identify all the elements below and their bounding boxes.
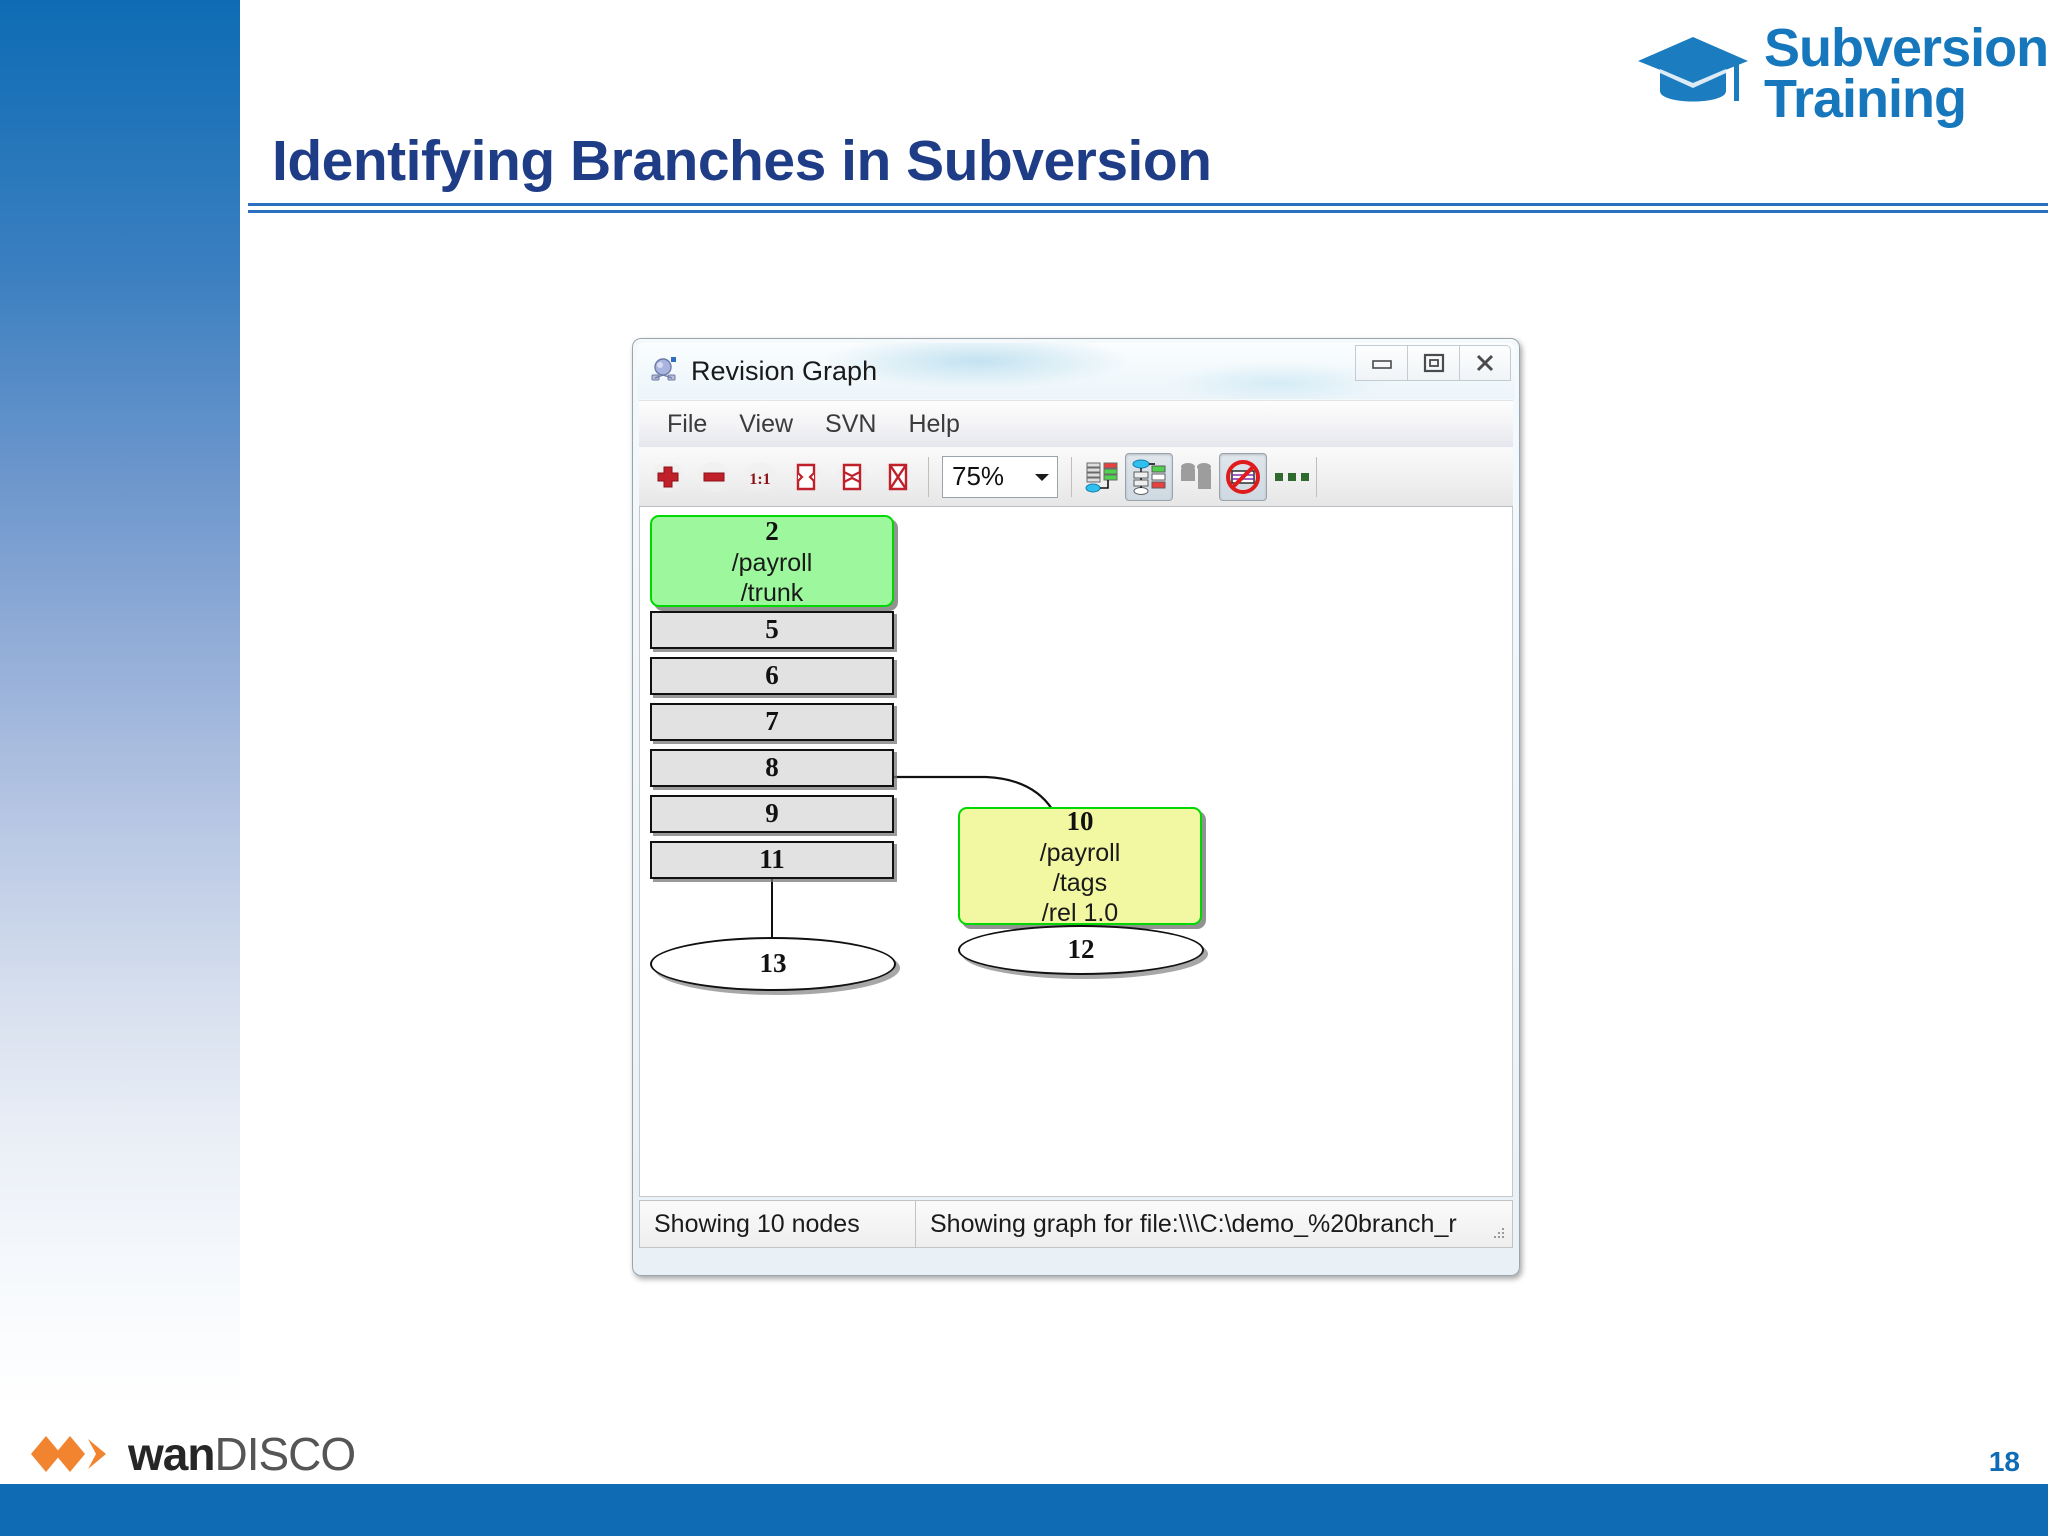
close-icon[interactable] [1459,345,1511,381]
logo-line-1: Subversion [1764,18,2048,79]
node-path-line-2: /tags [1052,868,1108,897]
status-node-count: Showing 10 nodes [640,1201,916,1247]
node-revision: 2 [765,516,779,547]
node-revision: 13 [759,948,787,979]
graph-node-revision[interactable]: 9 [650,795,894,833]
menu-item-file[interactable]: File [667,409,708,438]
maximize-icon[interactable] [1407,345,1459,381]
menu-item-view[interactable]: View [739,409,794,438]
title-divider [248,203,2048,215]
graph-node-ellipse[interactable]: 13 [650,937,896,991]
resize-grip-icon[interactable] [1489,1225,1507,1243]
wandisco-disco-text: DISCO [214,1428,356,1480]
chevron-down-icon [1035,473,1049,481]
graph-canvas[interactable]: 2 /payroll /trunk 5 6 7 8 9 11 [639,507,1513,1197]
left-gradient-band [0,0,240,1484]
wandisco-wan-text: wan [128,1428,215,1480]
statusbar: Showing 10 nodes Showing graph for file:… [639,1200,1513,1248]
show-heads-only-icon[interactable] [1173,454,1219,500]
toolbar-separator [928,456,929,497]
fit-height-icon[interactable] [829,454,875,500]
zoom-in-icon[interactable] [645,454,691,500]
menu-item-help[interactable]: Help [908,409,960,438]
menubar[interactable]: File View SVN Help [639,400,1513,447]
graph-node-branch[interactable]: 2 /payroll /trunk [650,515,894,607]
node-revision: 12 [1067,934,1095,965]
node-path-line-1: /payroll [731,548,813,577]
toolbar-separator-2 [1071,456,1072,497]
group-branches-icon[interactable] [1125,452,1173,501]
window-titlebar[interactable]: Revision Graph [637,343,1515,399]
revision-graph-icon [647,354,681,388]
toolbar-separator-3 [1316,456,1317,497]
zoom-level-combobox[interactable]: 75% [942,455,1058,498]
graph-node-revision[interactable]: 7 [650,703,894,741]
graph-node-revision[interactable]: 11 [650,841,894,879]
node-path-line-3: /rel 1.0 [1041,898,1119,927]
node-revision: 9 [765,798,779,829]
node-revision: 10 [1066,806,1094,837]
status-graph-source: Showing graph for file:\\\C:\demo_%20bra… [930,1209,1457,1238]
node-revision: 7 [765,706,779,737]
zoom-out-icon[interactable] [691,454,737,500]
graph-node-ellipse[interactable]: 12 [958,925,1204,975]
svg-text:1:1: 1:1 [749,471,770,488]
fit-all-icon[interactable] [875,454,921,500]
node-revision: 11 [759,844,785,875]
window-title: Revision Graph [691,355,878,386]
node-path-line-2: /trunk [740,578,804,607]
node-revision: 8 [765,752,779,783]
node-path-line-1: /payroll [1039,838,1121,867]
menu-item-svn[interactable]: SVN [825,409,877,438]
subversion-training-logo: Subversion Training [1634,14,2048,134]
window-controls[interactable] [1355,345,1511,381]
node-revision: 5 [765,614,779,645]
node-revision: 6 [765,660,779,691]
show-all-revisions-icon[interactable] [1079,454,1125,500]
zoom-100-icon[interactable]: 1:1 [737,454,783,500]
hide-tags-icon[interactable] [1219,452,1267,501]
wandisco-logo: wanDISCO [28,1428,356,1480]
graph-node-tag[interactable]: 10 /payroll /tags /rel 1.0 [958,806,1202,927]
logo-line-2: Training [1764,69,1967,129]
page-title: Identifying Branches in Subversion [272,129,1212,193]
overflow-dots-icon[interactable] [1275,472,1309,481]
graph-node-revision[interactable]: 5 [650,611,894,649]
minimize-icon[interactable] [1355,345,1407,381]
graph-node-revision[interactable]: 6 [650,657,894,695]
revision-graph-window[interactable]: Revision Graph [632,338,1520,1276]
zoom-level-value: 75% [952,461,1005,491]
page-number: 18 [1988,1446,2020,1477]
graph-node-revision[interactable]: 8 [650,749,894,787]
graduation-cap-icon [1634,31,1752,117]
fit-width-icon[interactable] [783,454,829,500]
toolbar[interactable]: 1:1 [639,447,1513,507]
footer-bar [0,1484,2048,1536]
wandisco-mark-icon [28,1433,118,1475]
